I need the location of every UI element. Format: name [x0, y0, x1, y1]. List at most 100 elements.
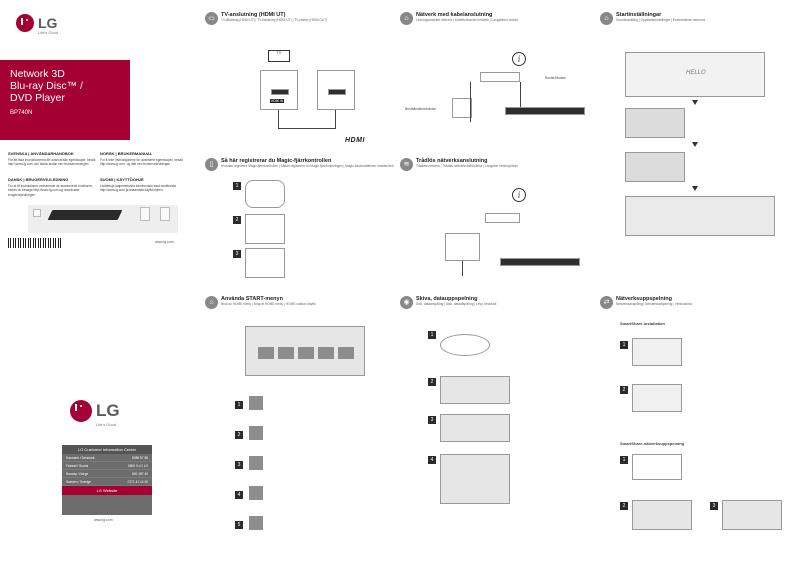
cover-panel: LG Life's Good Network 3D Blu-ray Disc™ … — [0, 0, 200, 575]
router-image — [445, 233, 480, 261]
panel-title: Nätverk med kabelanslutning — [416, 12, 493, 18]
hdmi-in-label: HDMI IN — [270, 99, 285, 104]
brand-tagline: Life's Good — [96, 422, 117, 427]
home-menu-screen — [245, 326, 365, 376]
step-number: 2 — [428, 378, 436, 386]
cable — [278, 128, 336, 129]
router-label: Router/Modem — [545, 76, 567, 80]
network-icon: ⌂ — [400, 12, 413, 25]
lg-logo-back: LG Life's Good — [70, 400, 120, 427]
access-point-image — [485, 213, 520, 223]
cic-country: Finland / Suomi — [66, 463, 89, 468]
cd-image — [33, 209, 41, 217]
cic-country: Danmark / Denmark — [66, 455, 95, 460]
menu-tile — [258, 347, 274, 359]
panel-header: ◉ Skiva, datauppspelning Disk, dataavspi… — [400, 296, 496, 309]
player-back-panel — [317, 70, 355, 110]
player-image — [505, 107, 585, 115]
tv-label: TV — [276, 51, 282, 55]
content-screen — [440, 454, 510, 504]
panel-subtitle: Trådløst nettverk | Trådløs nettverksfor… — [416, 164, 518, 168]
lang-text: For å lese instruksjonene for avanserte … — [100, 157, 183, 167]
wall-jack — [452, 98, 472, 118]
device-screen — [722, 500, 782, 530]
house-icon: ⌂ — [600, 12, 613, 25]
hello-screen: HELLO — [625, 52, 765, 97]
panel-title: Nätverksuppspelning — [616, 296, 672, 302]
panel-subtitle: Grundindstilling | Oppstartsinnstillinge… — [616, 18, 706, 22]
remote-icon: ▯ — [205, 158, 218, 171]
lang-swedish: SVENSKA | ANVÄNDARHANDBOK För att läsa i… — [8, 151, 96, 167]
cic-phone: 0800 0 LG LG — [127, 463, 148, 468]
panel-title: TV-anslutning (HDMI UT) — [221, 12, 286, 18]
panel-magic-remote: ▯ Så här registrerar du Magic-fjärrkontr… — [205, 158, 395, 288]
step-number: 1 — [428, 331, 436, 339]
panel-network-cable: ⌂ Nätverk med kabelanslutning Ledningsan… — [400, 12, 595, 152]
panel-header: ▭ TV-anslutning (HDMI UT) TV-tilkobling … — [205, 12, 327, 25]
cic-phone: 0771 41 14 00 — [127, 479, 148, 484]
remote-pointer-image — [245, 248, 285, 278]
panel-header: ⌂ Nätverk med kabelanslutning Ledningsan… — [400, 12, 518, 25]
product-title-1: Network 3D — [10, 68, 65, 80]
step-number: 3 — [428, 416, 436, 424]
info-icon: i — [512, 188, 526, 202]
lg-logo-icon — [16, 14, 34, 32]
cic-row: Danmark / Denmark 8088 57 58 — [62, 454, 152, 462]
cic-phone: 8088 57 58 — [132, 455, 148, 460]
panel-subtitle: TV-tilkobling (HDMI UT) | TV-tilslutning… — [221, 18, 328, 22]
model-number: BP740N — [10, 110, 33, 116]
step-number: 5 — [235, 521, 243, 529]
website-text: www.lg.com — [155, 240, 174, 244]
brand-name: LG — [96, 401, 120, 420]
panel-network-playback: ⇄ Nätverksuppspelning Nettverksavspillin… — [600, 296, 798, 566]
step-number: 2 — [233, 216, 241, 224]
customer-info-center: LG Customer Information Center Danmark /… — [62, 445, 152, 515]
lang-finnish: SUOMI | KÄYTTÖOHJE Lisätietoja laajennet… — [100, 177, 188, 193]
smartshare-install-heading: SmartShare-installation — [620, 321, 665, 326]
panel-header: ≋ Trådlös nätverksanslutning Trådløst ne… — [400, 158, 518, 171]
lang-heading: SVENSKA | ANVÄNDARHANDBOK — [8, 151, 74, 156]
panel-subtitle: Bruk av HOME menu | Brug af HOME menu | … — [221, 302, 316, 306]
step-number: 1 — [235, 401, 243, 409]
step-number: 2 — [620, 502, 628, 510]
player-image — [47, 210, 123, 220]
disc-icon: ◉ — [400, 296, 413, 309]
cic-country: Sweden / Sverige — [66, 479, 91, 484]
menu-tile — [278, 347, 294, 359]
hdmi-out-port — [328, 89, 346, 95]
arrow-down-icon — [692, 142, 698, 147]
lan-cable — [520, 82, 521, 107]
network-diagram — [632, 454, 682, 480]
lg-smartworld-icon — [249, 456, 263, 470]
step-number: 4 — [428, 456, 436, 464]
home-screen — [632, 500, 692, 530]
hello-text: HELLO — [686, 70, 706, 76]
lang-norwegian: NORSK | BRUKERMANUAL For å lese instruks… — [100, 151, 188, 167]
premium-icon — [249, 426, 263, 440]
title-band: Network 3D Blu-ray Disc™ / DVD Player BP… — [0, 60, 130, 140]
panel-playback: ◉ Skiva, datauppspelning Disk, dataavspi… — [400, 296, 595, 566]
step-number: 2 — [620, 386, 628, 394]
cic-web-url: www.lg.com — [94, 518, 113, 522]
home-screen — [440, 376, 510, 404]
home-icon: ⌂ — [205, 296, 218, 309]
cic-row: Finland / Suomi 0800 0 LG LG — [62, 462, 152, 470]
brand-tagline: Life's Good — [38, 30, 59, 35]
setup-screen — [625, 108, 685, 138]
pc-screen — [632, 384, 682, 412]
step-number: 3 — [233, 250, 241, 258]
smartshare-net-heading: SmartShare-nätverksuppspelning — [620, 441, 685, 446]
player-image — [500, 258, 580, 266]
panel-title: Startinställningar — [616, 12, 662, 18]
panel-header: ⌂ Startinställningar Grundindstilling | … — [600, 12, 705, 25]
menu-tile — [298, 347, 314, 359]
cic-web-label: LG Website — [62, 486, 152, 495]
lg-logo: LG Life's Good — [16, 14, 59, 35]
pc-screen — [632, 338, 682, 366]
panel-wireless: ≋ Trådlös nätverksanslutning Trådløst ne… — [400, 158, 595, 288]
movie-icon — [249, 396, 263, 410]
cic-country: Norway / Norge — [66, 471, 89, 476]
settings-icon — [249, 516, 263, 530]
lg-logo-icon — [70, 400, 92, 422]
